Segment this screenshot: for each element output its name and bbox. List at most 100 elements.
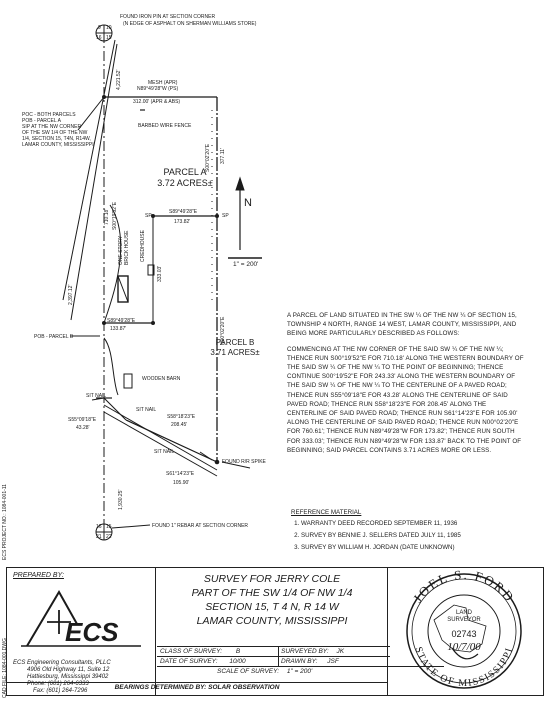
road-edge-3: [103, 404, 218, 471]
title-block: PREPARED BY: ECS ECS Engineering Consult…: [6, 567, 544, 696]
surveyed-cell: SURVEYED BY: JK: [278, 646, 390, 657]
sit-nail-3: SIT NAIL: [154, 449, 175, 455]
seal-name: JOEL S. FORD: [410, 570, 518, 605]
scale-label: 1" = 200': [233, 261, 259, 268]
road-bearing-1: S55°09'18"E: [68, 417, 97, 423]
driveway-2: [103, 337, 119, 396]
corner-num-22: 22: [106, 534, 112, 540]
date-cell: DATE OF SURVEY: 10/00: [157, 656, 279, 667]
corner-num-16b: 16: [96, 524, 102, 530]
poc-note: POC - BOTH PARCELS POB - PARCEL A SIP AT…: [22, 112, 94, 148]
legal-description: A PARCEL OF LAND SITUATED IN THE SW ¼ OF…: [287, 311, 527, 461]
prepared-by-label: PREPARED BY:: [13, 572, 64, 579]
wooden-barn-label: WOODEN BARN: [142, 376, 181, 382]
reference-header: REFERENCE MATERIAL: [291, 509, 362, 516]
west-lower-distance: 2,397.12': [68, 284, 74, 305]
corner-num-10: 10: [106, 25, 112, 31]
shed-label: CREDHOUSE: [140, 230, 146, 262]
pob-parcel-b: POB - PARCEL B: [34, 334, 74, 340]
parcel-b-area: 3.71 ACRES±: [210, 348, 260, 357]
ecs-logo-text: ECS: [65, 617, 119, 647]
survey-title: SURVEY FOR JERRY COLE PART OF THE SW 1/4…: [157, 568, 387, 650]
date-label: DATE OF SURVEY:: [160, 658, 218, 665]
corner-num-21: 21: [96, 534, 102, 540]
sit-nail-1: SIT NAIL: [86, 393, 107, 399]
ecs-logo: [21, 590, 141, 647]
title-line-4: LAMAR COUNTY, MISSISSIPPI: [196, 615, 348, 627]
shed-dimension: 333.03': [157, 265, 163, 282]
sit-nail-2: SIT NAIL: [136, 407, 157, 413]
reference-material: REFERENCE MATERIAL WARRANTY DEED RECORDE…: [287, 509, 537, 556]
reference-item: WARRANTY DEED RECORDED SEPTEMBER 11, 193…: [301, 520, 537, 528]
found-spike-label: FOUND R/R SPIKE: [222, 459, 266, 465]
survey-info-grid: CLASS OF SURVEY: B SURVEYED BY: JK DATE …: [157, 646, 444, 695]
scale-value-tb: 1" = 200': [286, 668, 313, 675]
road-distance-3: 105.90': [173, 480, 190, 486]
scale-label-tb: SCALE OF SURVEY:: [217, 668, 280, 675]
parcel-b-north-distance: 133.87': [110, 326, 127, 332]
parcel-a-name: PARCEL A: [163, 167, 207, 177]
road-bearing-3: S61°14'23"E: [166, 471, 195, 477]
seal-number: 02743: [451, 629, 476, 639]
parcel-b-name: PARCEL B: [215, 338, 255, 347]
barbed-wire-label: BARBED WIRE FENCE: [138, 123, 192, 129]
seal-signature-date: 10/7/00: [447, 641, 481, 653]
parcel-b-north-bearing: S89°49'28"E: [107, 318, 136, 324]
driveway: [103, 204, 122, 324]
bearings-cell: BEARINGS DETERMINED BY: SOLAR OBSERVATIO…: [7, 682, 387, 695]
class-cell: CLASS OF SURVEY: B: [157, 646, 279, 657]
survey-map: [62, 24, 262, 541]
corner-num-15: 15: [106, 35, 112, 41]
sp-right: SP: [222, 213, 229, 219]
west-distance: 710.18': [104, 208, 110, 225]
south-distance: 1,930.25': [118, 489, 124, 510]
road-distance-2: 208.45': [171, 422, 188, 428]
east-distance: 377.11': [220, 148, 226, 164]
road-edge-1: [62, 39, 116, 301]
mesh-label: MESH (APR): [148, 80, 178, 86]
firm-address-1: 4906 Old Highway 11, Suite 12: [27, 667, 110, 673]
iron-pin-note: FOUND IRON PIN AT SECTION CORNER: [120, 14, 216, 20]
scale-cell: SCALE OF SURVEY: 1" = 200': [157, 666, 444, 677]
surveyor-seal: JOEL S. FORD STATE OF MISSISSIPPI LAND S…: [406, 570, 522, 689]
class-label: CLASS OF SURVEY:: [160, 648, 223, 655]
description-body: COMMENCING AT THE NW CORNER OF THE SAID …: [287, 345, 524, 454]
title-line-1: SURVEY FOR JERRY COLE: [203, 573, 341, 585]
west-top-distance: 4,221.52': [116, 69, 122, 90]
corner-num-16: 16: [96, 35, 102, 41]
parcel-b-label: PARCEL B 3.71 ACRES±: [200, 338, 270, 358]
road-centerline-1: [103, 397, 127, 421]
parcel-a-label: PARCEL A 3.72 ACRES±: [140, 167, 230, 189]
firm-phone: Phone: (601) 264-6333: [27, 681, 89, 687]
road-edge-2: [70, 43, 118, 321]
north-arrow-label: N: [244, 197, 252, 209]
corner-num-9: 9: [98, 25, 101, 31]
drawn-value: JSF: [327, 658, 339, 665]
firm-info: ECS Engineering Consultants, PLLC 4906 O…: [13, 660, 111, 695]
west-bearing: S00°19'52"E: [112, 201, 118, 230]
road-distance-1: 43.28': [76, 425, 90, 431]
north-bearing: N89°49'28"W (PS): [137, 86, 179, 92]
parcel-a-area: 3.72 ACRES±: [157, 178, 213, 188]
house-label: ONE STORY BRICK HOUSE: [118, 230, 130, 265]
surveyed-label: SURVEYED BY:: [281, 648, 329, 655]
reference-item: SURVEY BY BENNIE J. SELLERS DATED JULY 1…: [301, 532, 537, 540]
firm-address-2: Hattiesburg, Mississippi 39402: [27, 674, 109, 680]
class-value: B: [235, 648, 241, 655]
surveyed-value: JK: [336, 648, 345, 655]
corner-num-15b: 15: [106, 524, 112, 530]
drawn-cell: DRAWN BY: JSF: [278, 656, 390, 667]
east-b-bearing: N00°02'20"E: [220, 316, 226, 345]
description-intro: A PARCEL OF LAND SITUATED IN THE SW ¼ OF…: [287, 312, 517, 338]
north-arrow: [235, 176, 245, 250]
title-line-2: PART OF THE SW 1/4 OF NW 1/4: [191, 587, 353, 599]
road-centerline-2: [125, 419, 218, 463]
divider-distance: 173.82': [174, 219, 191, 225]
seal-center-2: SURVEYOR: [447, 617, 481, 623]
north-distance: 312.00' (APR & ABS): [133, 99, 181, 105]
drawn-label: DRAWN BY:: [281, 658, 318, 665]
date-value: 10/00: [229, 658, 246, 665]
barn-outline: [123, 373, 133, 389]
house-outline: [117, 275, 129, 303]
